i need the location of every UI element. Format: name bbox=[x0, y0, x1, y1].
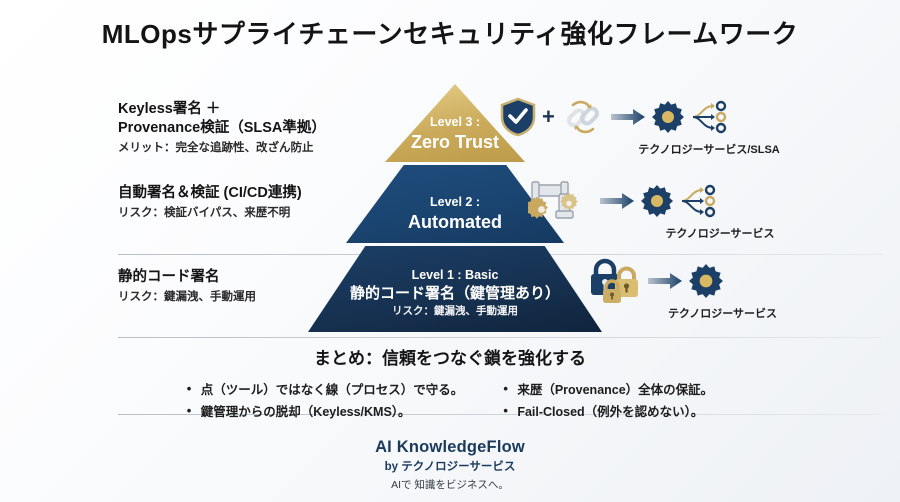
padlock-icon bbox=[588, 258, 642, 304]
shield-check-icon bbox=[500, 97, 536, 137]
level-3-caption: テクノロジーサービス/SLSA bbox=[638, 144, 780, 156]
arrow-right-icon bbox=[610, 108, 645, 126]
branch-nodes-icon bbox=[691, 99, 727, 135]
list-item: 鍵管理からの脱却（Keyless/KMS）。 bbox=[187, 403, 464, 420]
summary-title: まとめ：信頼をつなぐ鎖を強化する bbox=[314, 349, 586, 368]
gear-icon bbox=[640, 184, 674, 218]
icon-line-level-2 bbox=[500, 174, 790, 228]
brand-tagline: AIで 知識をビジネスへ。 bbox=[391, 479, 509, 491]
divider-level2 bbox=[118, 337, 883, 338]
icon-line-level-3: + bbox=[500, 90, 790, 144]
gear-icon bbox=[651, 100, 685, 134]
level-2-subtext: リスク：検証バイパス、来歴不明 bbox=[118, 207, 291, 220]
level-label-level-2: 自動署名＆検証 (CI/CD連携) リスク：検証バイパス、来歴不明 bbox=[118, 184, 368, 222]
chain-link-icon bbox=[561, 96, 605, 138]
level-label-level-1: 静的コード署名 リスク：鍵漏洩、手動運用 bbox=[118, 268, 368, 306]
level-3-heading: Keyless署名 ＋ Provenance検証（SLSA準拠） bbox=[118, 101, 326, 137]
summary-bullets: 点（ツール）ではなく線（プロセス）で守る。 鍵管理からの脱却（Keyless/K… bbox=[0, 381, 900, 421]
brand-name: AI KnowledgeFlow bbox=[375, 438, 525, 456]
icon-row-level-1: テクノロジーサービス bbox=[500, 254, 790, 321]
icon-row-level-2: テクノロジーサービス bbox=[500, 174, 790, 241]
brand-byline: by テクノロジーサービス bbox=[384, 461, 516, 473]
list-item: Fail-Closed（例外を認めない）。 bbox=[503, 403, 713, 420]
level-2-caption: テクノロジーサービス bbox=[665, 228, 775, 240]
pipeline-gears-icon bbox=[528, 177, 594, 225]
pyramid-diagram: Keyless署名 ＋ Provenance検証（SLSA準拠） メリット：完全… bbox=[0, 82, 900, 415]
list-item: 来歴（Provenance）全体の保証。 bbox=[503, 381, 713, 398]
gear-icon bbox=[688, 263, 724, 299]
level-2-heading: 自動署名＆検証 (CI/CD連携) bbox=[118, 185, 302, 201]
icon-line-level-1 bbox=[500, 254, 790, 308]
level-1-caption: テクノロジーサービス bbox=[667, 308, 778, 320]
footer-branding: AI KnowledgeFlow by テクノロジーサービス AIで 知識をビジ… bbox=[0, 438, 900, 492]
divider-level1 bbox=[118, 414, 883, 415]
page-title: MLOpsサプライチェーンセキュリティ強化フレームワーク bbox=[101, 19, 799, 49]
summary-bullets-right: 来歴（Provenance）全体の保証。 Fail-Closed（例外を認めない… bbox=[503, 381, 713, 421]
plus-icon: + bbox=[542, 104, 555, 129]
icon-row-level-3: + bbox=[500, 90, 790, 157]
branch-nodes-icon bbox=[680, 183, 716, 219]
list-item: 点（ツール）ではなく線（プロセス）で守る。 bbox=[187, 381, 464, 398]
arrow-right-icon bbox=[600, 192, 634, 210]
level-3-subtext: メリット：完全な追跡性、改ざん防止 bbox=[118, 142, 314, 155]
level-label-level-3: Keyless署名 ＋ Provenance検証（SLSA準拠） メリット：完全… bbox=[118, 100, 368, 157]
pyramid-tier-level-1 bbox=[308, 246, 602, 332]
arrow-right-icon bbox=[648, 272, 682, 290]
level-1-heading: 静的コード署名 bbox=[118, 269, 220, 285]
level-1-subtext: リスク：鍵漏洩、手動運用 bbox=[118, 291, 256, 304]
summary-bullets-left: 点（ツール）ではなく線（プロセス）で守る。 鍵管理からの脱却（Keyless/K… bbox=[187, 381, 464, 421]
